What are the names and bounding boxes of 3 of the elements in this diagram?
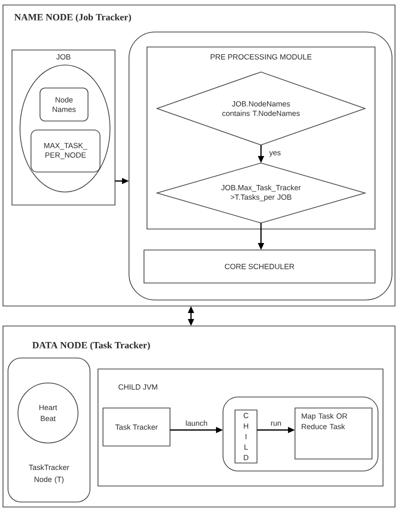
rounded-region: [128, 32, 392, 300]
ellipse: [20, 64, 110, 192]
rounded-region: [222, 396, 378, 472]
